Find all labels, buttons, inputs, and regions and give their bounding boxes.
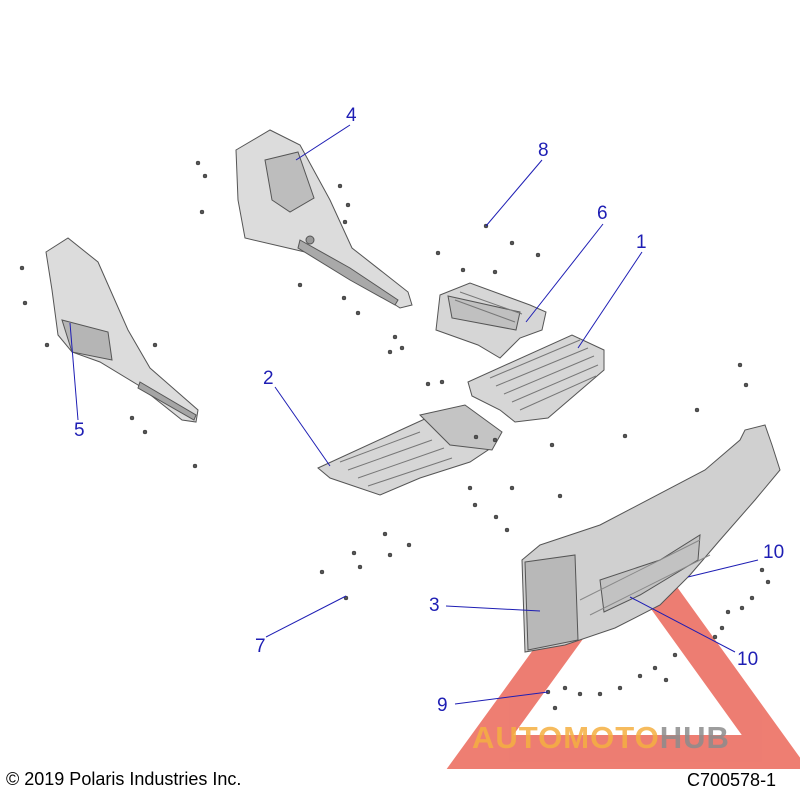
part-4-side-panel [235, 129, 413, 309]
part-2-left-floor [317, 404, 503, 496]
callout-9: 9 [437, 695, 448, 716]
part-1-right-floor [467, 334, 605, 423]
callout-6: 6 [597, 203, 608, 224]
drawing-code: C700578-1 [687, 770, 777, 790]
callout-7: 7 [255, 636, 266, 657]
copyright-text: © 2019 Polaris Industries Inc. [6, 769, 242, 789]
watermark-logo [446, 518, 800, 769]
part-5-rocker-panel [45, 237, 199, 423]
callout-10-upper: 10 [763, 542, 785, 563]
watermark-text: AUTOMOTOHUB [472, 722, 730, 753]
callout-5: 5 [74, 420, 85, 441]
callout-8: 8 [538, 140, 549, 161]
callout-3: 3 [429, 595, 440, 616]
watermark-part2: HUB [659, 720, 730, 755]
fasteners [19, 160, 771, 711]
watermark-part1: AUTOMOTO [472, 720, 660, 755]
callout-4: 4 [346, 105, 357, 126]
callout-10-lower: 10 [737, 649, 759, 670]
part-6-tunnel-cover [435, 282, 547, 359]
part-3-rear-bulkhead [521, 424, 781, 653]
leader-lines [69, 124, 759, 705]
callout-1: 1 [636, 232, 647, 253]
callout-2: 2 [263, 368, 274, 389]
